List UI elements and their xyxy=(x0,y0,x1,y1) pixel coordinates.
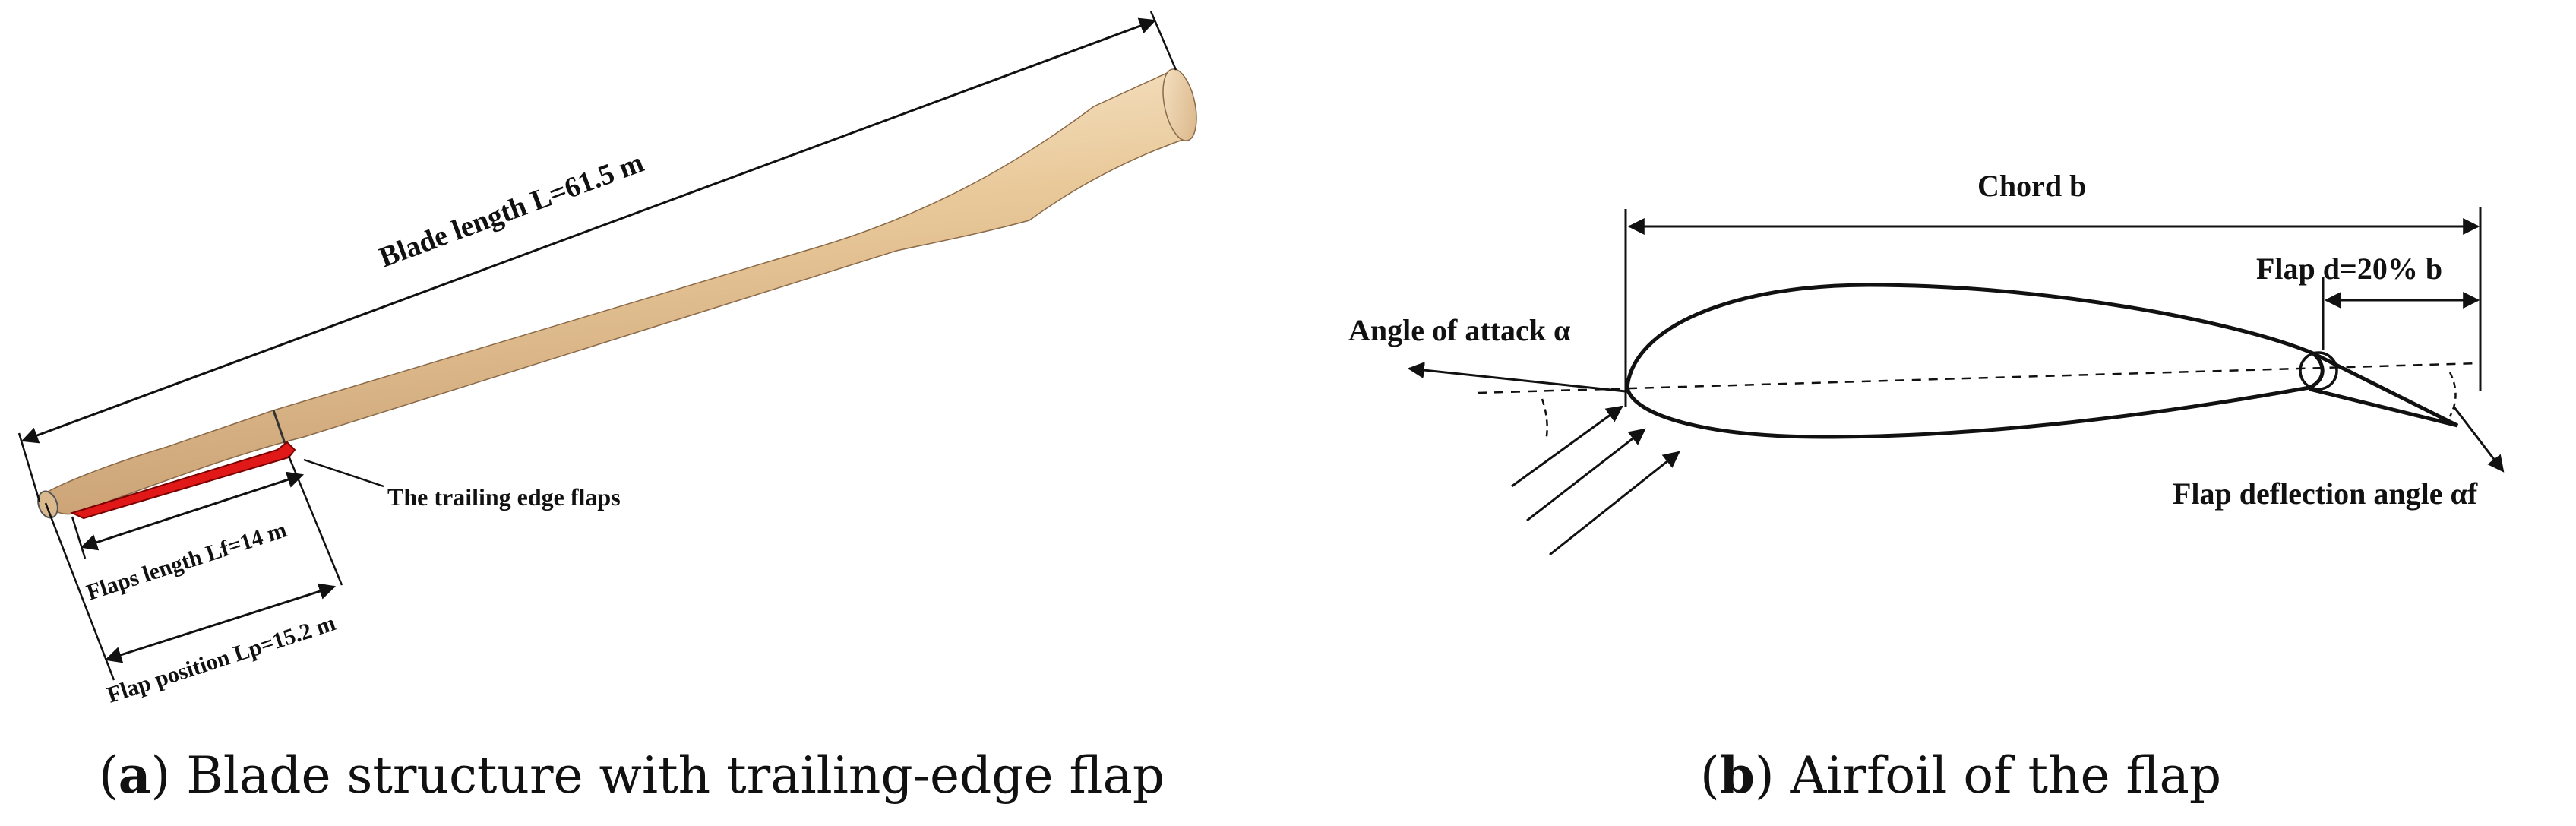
flaps-leader-line xyxy=(303,458,384,488)
blade-body xyxy=(36,69,1193,515)
flap-position-dimension-line xyxy=(104,583,337,663)
flap-deflection-label: Flap deflection angle αf xyxy=(2173,476,2478,511)
angle-of-attack-label: Angle of attack α xyxy=(1348,313,1570,347)
flow-arrow-1 xyxy=(1511,405,1623,488)
flap-hinge xyxy=(2299,351,2338,391)
flap-position-label: Flap position Lp=15.2 m xyxy=(104,610,339,707)
caption-a: (a) Blade structure with trailing-edge f… xyxy=(99,745,1165,805)
caption-b-letter: b xyxy=(1720,745,1755,805)
flaps-length-tick-right xyxy=(287,455,343,586)
trailing-edge-flaps-label: The trailing edge flaps xyxy=(387,483,621,511)
chord-label-text: Chord b xyxy=(1977,169,2086,203)
angle-of-attack-arrow xyxy=(1407,362,1626,393)
blade-root-cap xyxy=(37,490,58,519)
blade-length-tick-right xyxy=(1149,11,1177,71)
blade-tip-cap xyxy=(1162,68,1197,141)
flow-arrow-2 xyxy=(1526,428,1646,522)
blade-length-dimension-line xyxy=(21,17,1157,444)
airfoil-main-body xyxy=(1625,283,2325,439)
flap-deflection-pointer xyxy=(2452,406,2505,473)
flap-deflection-arc xyxy=(2448,372,2457,417)
panel-a-blade-structure: Blade length L=61.5 m The trailing edge … xyxy=(17,11,1197,805)
caption-a-text: Blade structure with trailing-edge flap xyxy=(186,746,1165,805)
caption-b: (b) Airfoil of the flap xyxy=(1700,745,2221,805)
blade-length-label: Blade length L=61.5 m xyxy=(375,147,647,274)
angle-of-attack-arc xyxy=(1541,398,1548,441)
blade-length-tick-left xyxy=(17,432,41,502)
caption-a-letter: a xyxy=(119,745,151,805)
flaps-length-dimension-line xyxy=(80,471,305,551)
chord-label: Chord b xyxy=(1977,169,2086,203)
panel-b-airfoil: Chord b Flap d=20% b Angle of attack α F… xyxy=(1348,169,2505,805)
flap-position-tick-left xyxy=(44,502,115,681)
airfoil-flap xyxy=(2309,351,2459,428)
flaps-length-tick-left xyxy=(71,516,87,559)
caption-b-text: Airfoil of the flap xyxy=(1790,746,2222,805)
flaps-length-label: Flaps length Lf=14 m xyxy=(84,517,289,605)
flap-width-label: Flap d=20% b xyxy=(2256,252,2442,286)
flow-arrow-3 xyxy=(1549,451,1680,556)
